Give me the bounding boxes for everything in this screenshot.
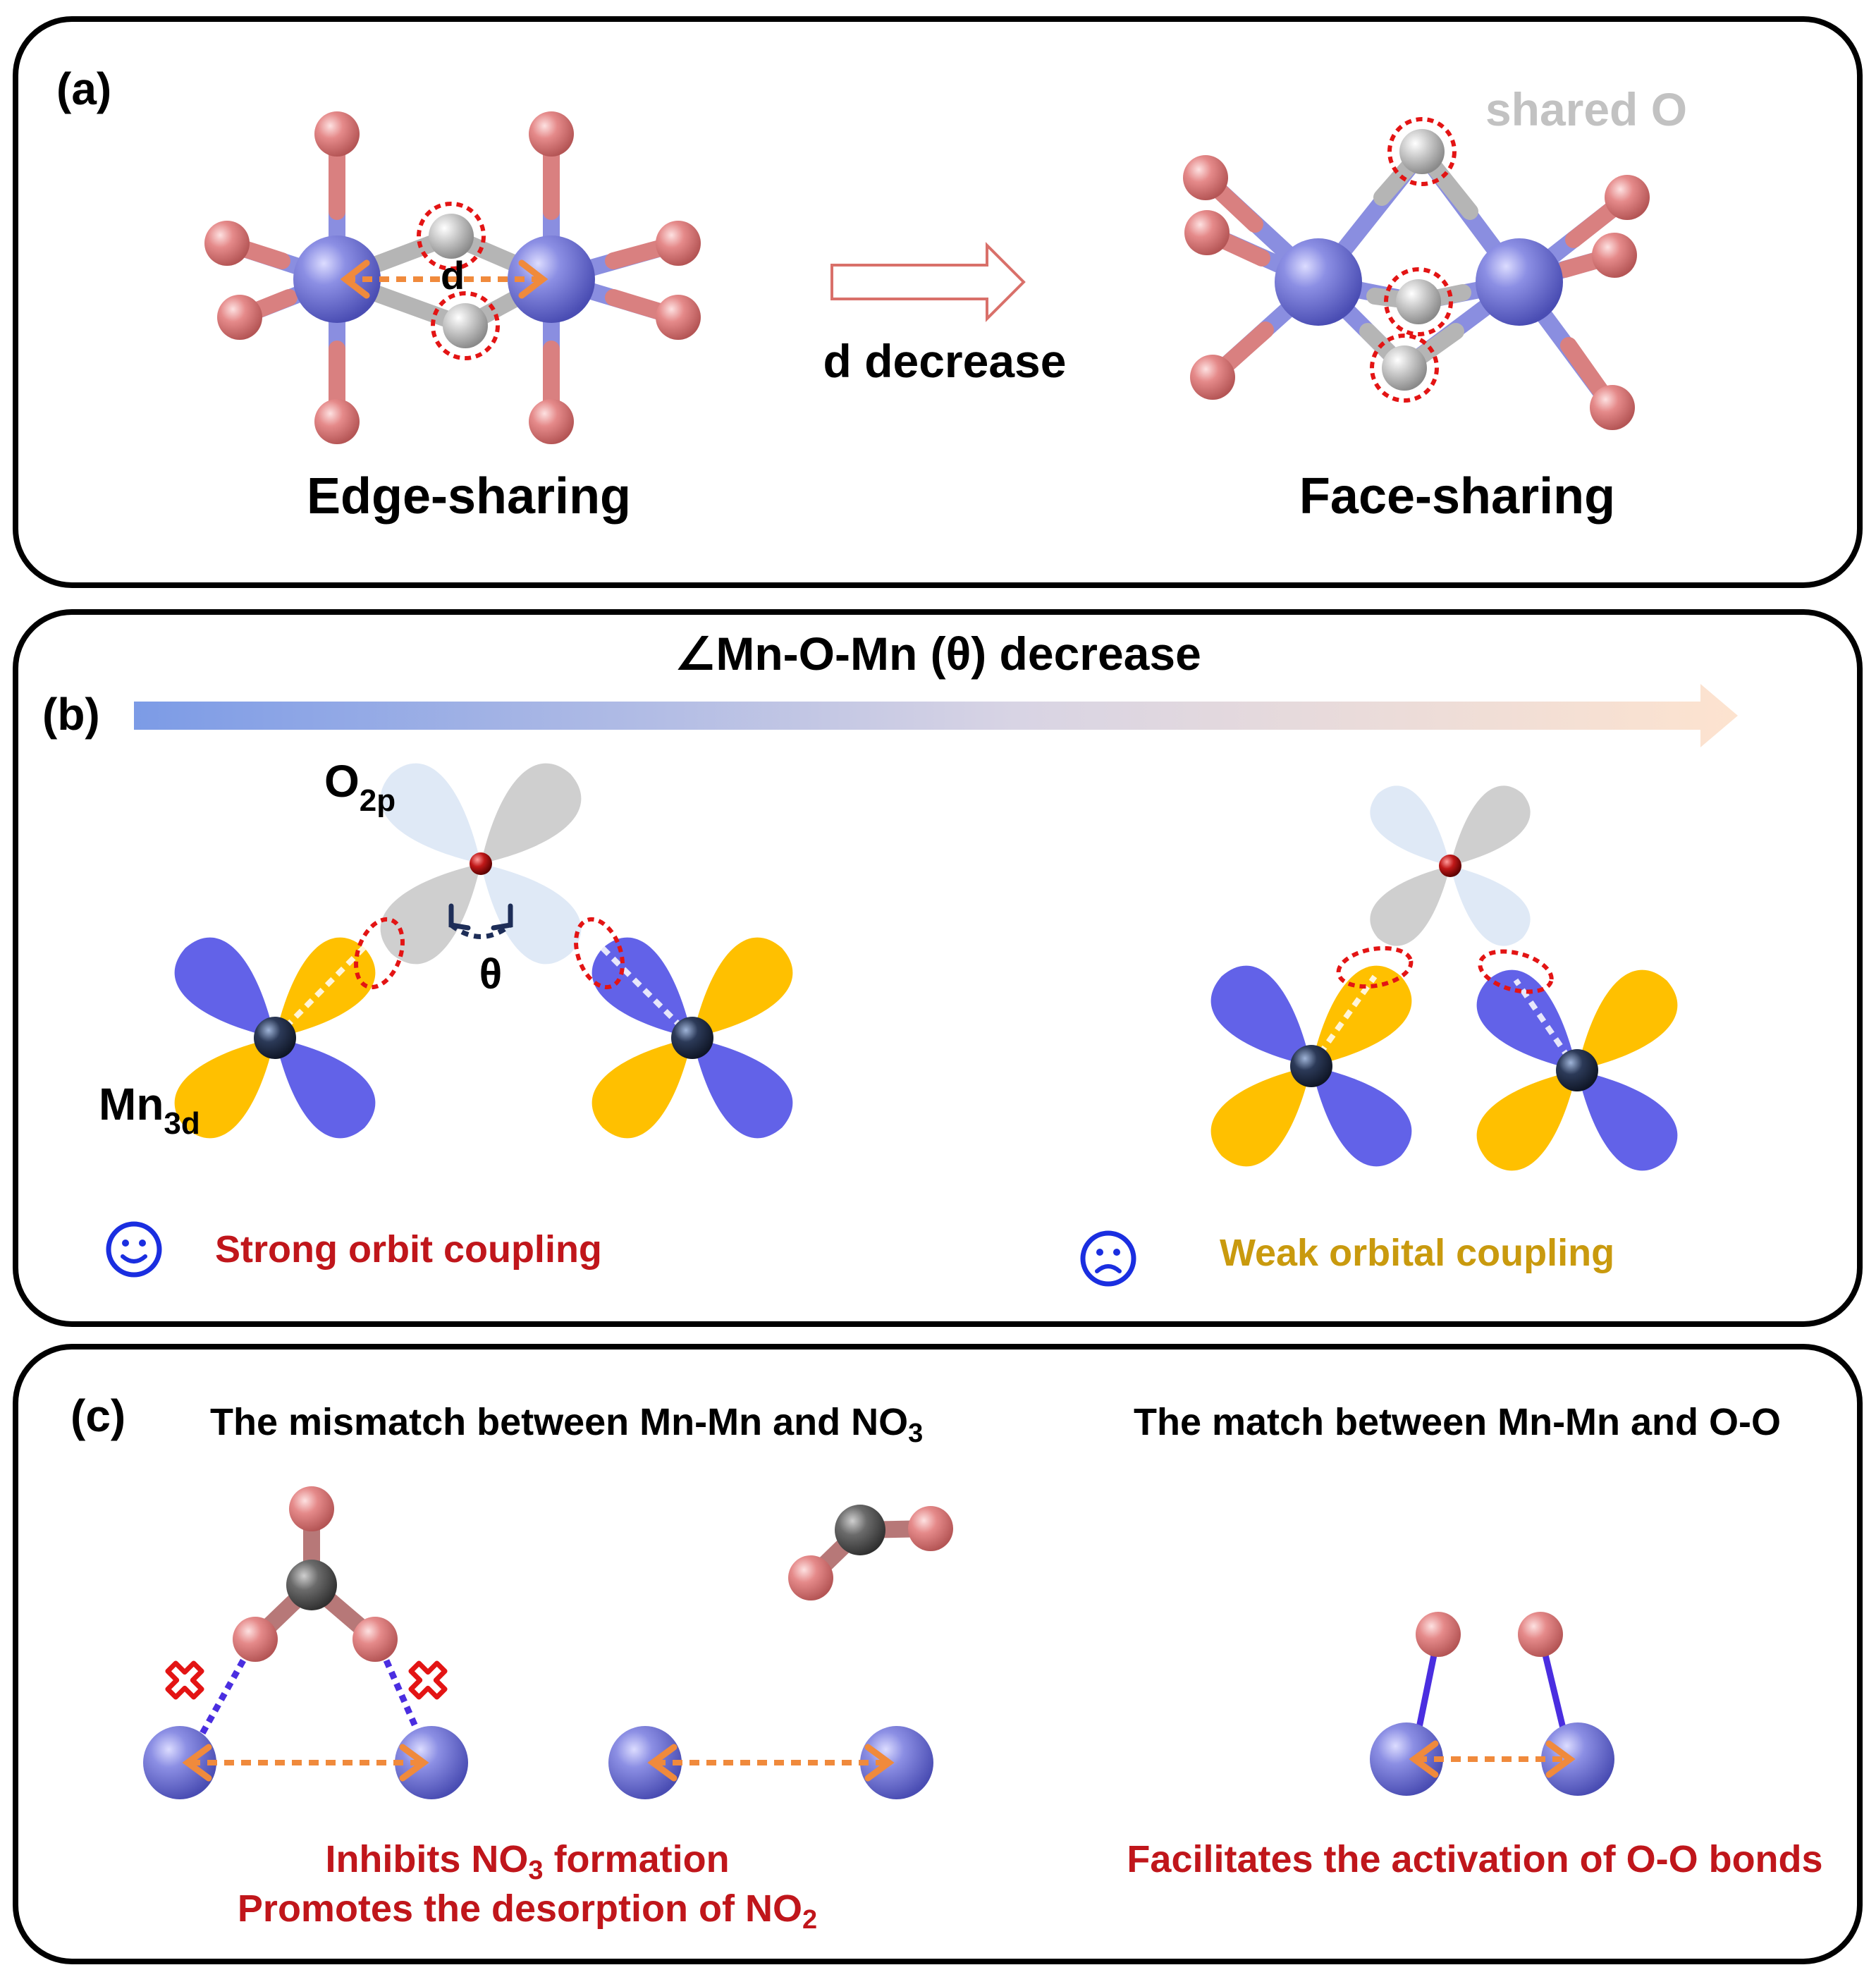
mn-3d-label: Mn3d: [99, 1079, 200, 1141]
panel-b-frame: [13, 609, 1863, 1327]
face-sharing-caption: Face-sharing: [1299, 468, 1615, 525]
sad-face-icon: [1080, 1230, 1136, 1287]
mn-atom-right-1: [1290, 1045, 1332, 1087]
d-decrease-arrow: [830, 242, 1026, 322]
mn-atom-right-2: [1556, 1049, 1598, 1091]
edge-sharing-structure: [204, 111, 701, 444]
theta-angle-arc: [449, 923, 513, 939]
match-heading: The match between Mn-Mn and O-O: [1134, 1401, 1781, 1443]
theta-label: θ: [479, 950, 502, 998]
panel-c-frame: [13, 1344, 1863, 1964]
smiley-face-icon: [106, 1221, 162, 1278]
panel-c-tag: (c): [70, 1390, 125, 1441]
mn-atom-left-2: [671, 1017, 713, 1059]
inhibits-no3-caption: Inhibits NO3 formation: [325, 1838, 729, 1885]
gradient-arrow: [134, 684, 1738, 747]
o2-activation-structure: [1370, 1612, 1614, 1796]
o-2p-label: O2p: [324, 756, 396, 818]
mn-atom-left-1: [254, 1017, 296, 1059]
x-mark-icon: [165, 1660, 204, 1700]
weak-coupling-label: Weak orbital coupling: [1220, 1232, 1614, 1274]
strong-coupling-label: Strong orbit coupling: [215, 1228, 602, 1271]
shared-o-label: shared O: [1485, 83, 1687, 135]
d-label: d: [441, 253, 465, 298]
o-atom-right: [1439, 855, 1461, 877]
mismatch-heading: The mismatch between Mn-Mn and NO3: [210, 1401, 923, 1448]
panel-a-frame: [13, 16, 1863, 588]
no3-mismatch-structure: [143, 1486, 468, 1799]
edge-sharing-caption: Edge-sharing: [307, 468, 631, 525]
panel-a-tag: (a): [56, 63, 111, 114]
face-sharing-structure: [1183, 117, 1650, 430]
x-mark-icon: [408, 1660, 448, 1700]
promotes-no2-caption: Promotes the desorption of NO2: [238, 1887, 817, 1935]
panel-b-tag: (b): [42, 689, 100, 740]
theta-decrease-title: ∠Mn-O-Mn (θ) decrease: [674, 628, 1201, 680]
facilitates-oo-caption: Facilitates the activation of O-O bonds: [1127, 1838, 1822, 1880]
o-atom-left: [470, 852, 492, 875]
no2-desorbed-structure: [608, 1505, 953, 1799]
d-decrease-label: d decrease: [823, 335, 1067, 387]
